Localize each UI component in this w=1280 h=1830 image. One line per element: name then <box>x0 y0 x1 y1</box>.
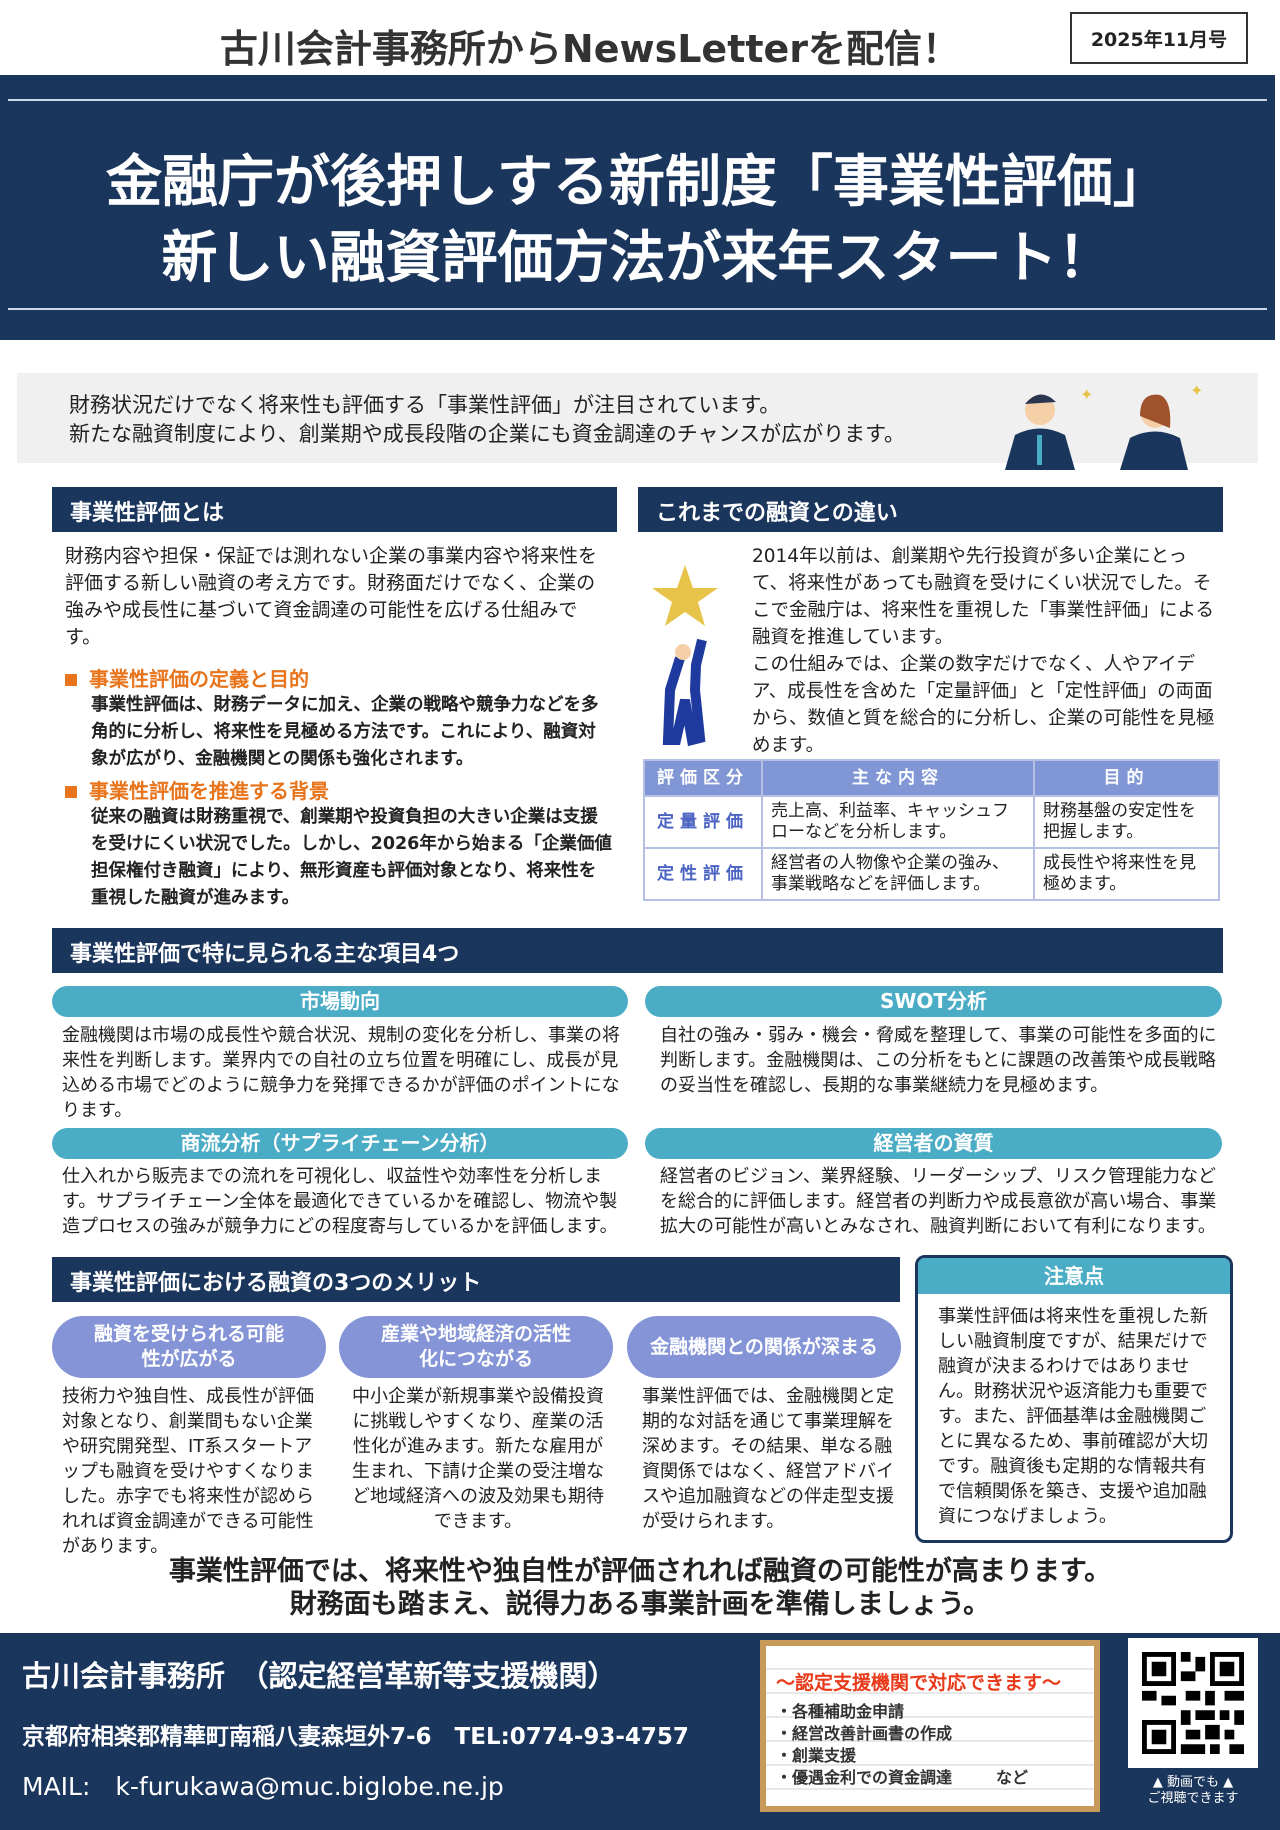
headline: 金融庁が後押しする新制度「事業性評価」新しい融資評価方法が来年スタート！ <box>0 145 1275 297</box>
intro-line-2: 新たな融資制度により、創業期や成長段階の企業にも資金調達のチャンスが広がります。 <box>69 422 906 446</box>
headline-line-1: 金融庁が後押しする新制度「事業性評価」 <box>106 150 1169 215</box>
qr-caption-line: ▲ 動画でも ▲ <box>1152 1775 1234 1790</box>
evaluation-table: 評価区分主な内容目的 定量評価売上高、利益率、キャッシュフローなどを分析します。… <box>643 759 1220 901</box>
point-title: 事業性評価の定義と目的 <box>65 663 613 692</box>
office-address: 京都府相楽郡精華町南稲八妻森垣外7-6 TEL:0774-93-4757 <box>22 1724 689 1750</box>
column-header: 評価区分 <box>643 759 763 797</box>
qr-code-icon <box>1142 1652 1244 1754</box>
note-paper: ～認定支援機関で対応できます～ ・各種補助金申請 ・経営改善計画書の作成 ・創業… <box>766 1646 1094 1806</box>
table-cell: 定量評価 <box>643 795 763 849</box>
diff-text: 2014年以前は、創業期や先行投資が多い企業にとって、将来性があっても融資を受け… <box>752 543 1217 759</box>
qr-caption: ▲ 動画でも ▲ご視聴できます <box>1120 1775 1266 1807</box>
note-title: ～認定支援機関で対応できます～ <box>776 1672 1062 1694</box>
notice-text: 事業性評価は将来性を重視した新しい融資制度ですが、結果だけで融資が決まるわけでは… <box>938 1306 1208 1527</box>
table-cell: 売上高、利益率、キャッシュフローなどを分析します。 <box>761 795 1035 849</box>
intro-line-1: 財務状況だけでなく将来性も評価する「事業性評価」が注目されています。 <box>69 393 781 417</box>
service-item: ・創業支援 <box>776 1746 857 1765</box>
merit-text: 事業性評価では、金融機関と定期的な対話を通じて事業理解を深めます。その結果、単な… <box>642 1386 894 1532</box>
closing-message: 事業性評価では、将来性や独自性が評価されれば融資の可能性が高まります。 財務面も… <box>0 1555 1280 1621</box>
item-pill: SWOT分析 <box>645 986 1222 1017</box>
table-cell: 成長性や将来性を見極めます。 <box>1033 847 1220 901</box>
item-text: 金融機関は市場の成長性や競合状況、規制の変化を分析し、事業の将来性を判断します。… <box>62 1025 620 1121</box>
closing-line-2: 財務面も踏まえ、説得力ある事業計画を準備しましょう。 <box>289 1589 991 1620</box>
diff-paragraph-2: この仕組みでは、企業の数字だけでなく、人やアイデア、成長性を含めた「定量評価」と… <box>752 654 1215 756</box>
office-email[interactable]: MAIL: k-furukawa@muc.biglobe.ne.jp <box>22 1772 504 1801</box>
point-text: 従来の融資は財務重視で、創業期や投資負担の大きい企業は支援を受けにくい状況でした… <box>91 807 612 908</box>
service-item-text: ・優遇金利での資金調達 <box>776 1768 953 1787</box>
headline-line-2: 新しい融資評価方法が来年スタート！ <box>161 226 1114 291</box>
service-item: ・各種補助金申請 <box>776 1702 905 1721</box>
section-heading-diff: これまでの融資との違い <box>638 487 1223 532</box>
closing-line-1: 事業性評価では、将来性や独自性が評価されれば融資の可能性が高まります。 <box>168 1556 1112 1587</box>
merit-text: 技術力や独自性、成長性が評価対象となり、創業間もない企業や研究開発型、IT系スタ… <box>62 1386 314 1557</box>
table-row: 定量評価売上高、利益率、キャッシュフローなどを分析します。財務基盤の安定性を把握… <box>643 795 1220 849</box>
merit-text: 中小企業が新規事業や設備投資に挑戦しやすくなり、産業の活性化が進みます。新たな雇… <box>351 1386 605 1532</box>
merit-pill: 融資を受けられる可能性が広がる <box>52 1316 326 1378</box>
item-pill: 市場動向 <box>52 986 628 1017</box>
service-item: ・優遇金利での資金調達 など <box>776 1767 1084 1789</box>
services-note: ～認定支援機関で対応できます～ ・各種補助金申請 ・経営改善計画書の作成 ・創業… <box>760 1640 1100 1812</box>
table-row: 定性評価経営者の人物像や企業の強み、事業戦略などを評価します。成長性や将来性を見… <box>643 847 1220 901</box>
item-pill: 商流分析（サプライチェーン分析） <box>52 1128 628 1159</box>
newsletter-title: 古川会計事務所からNewsLetterを配信！ <box>219 27 961 71</box>
item-text: 仕入れから販売までの流れを可視化し、収益性や効率性を分析します。サプライチェーン… <box>62 1166 618 1237</box>
column-header: 主な内容 <box>761 759 1035 797</box>
divider <box>8 308 1267 310</box>
square-bullet-icon <box>65 674 77 686</box>
merit-pill: 金融機関との関係が深まる <box>627 1316 901 1378</box>
section-heading-about: 事業性評価とは <box>52 487 617 532</box>
table-cell: 財務基盤の安定性を把握します。 <box>1033 795 1220 849</box>
square-bullet-icon <box>65 786 77 798</box>
qr-caption-line: ご視聴できます <box>1147 1791 1239 1806</box>
point-title-text: 事業性評価の定義と目的 <box>89 667 309 691</box>
service-item: ・経営改善計画書の作成 <box>776 1724 953 1743</box>
table-cell: 定性評価 <box>643 847 763 901</box>
svg-text:✦: ✦ <box>1190 381 1203 400</box>
notice-heading: 注意点 <box>918 1258 1230 1294</box>
diff-paragraph-1: 2014年以前は、創業期や先行投資が多い企業にとって、将来性があっても融資を受け… <box>752 546 1214 648</box>
section-heading-items: 事業性評価で特に見られる主な項目4つ <box>52 928 1223 973</box>
table-header-row: 評価区分主な内容目的 <box>643 759 1220 797</box>
item-pill: 経営者の資質 <box>645 1128 1222 1159</box>
about-points: 事業性評価の定義と目的 事業性評価は、財務データに加え、企業の戦略や競争力などを… <box>65 663 613 912</box>
point-text: 事業性評価は、財務データに加え、企業の戦略や競争力などを多角的に分析し、将来性を… <box>91 695 599 769</box>
table-cell: 経営者の人物像や企業の強み、事業戦略などを評価します。 <box>761 847 1035 901</box>
section-heading-merits: 事業性評価における融資の3つのメリット <box>52 1257 900 1302</box>
svg-text:✦: ✦ <box>1080 385 1093 404</box>
item-text: 経営者のビジョン、業界経験、リーダーシップ、リスク管理能力などを総合的に評価しま… <box>660 1166 1217 1237</box>
business-people-illustration: ✦✦ <box>1005 381 1203 470</box>
item-text: 自社の強み・弱み・機会・脅威を整理して、事業の可能性を多面的に判断します。金融機… <box>660 1025 1217 1096</box>
service-suffix: など <box>996 1768 1029 1787</box>
star-and-businessman-illustration <box>652 565 718 747</box>
point-title-text: 事業性評価を推進する背景 <box>89 779 329 803</box>
office-name: 古川会計事務所 （認定経営革新等支援機関） <box>22 1659 617 1693</box>
issue-date: 2025年11月号 <box>1070 12 1248 64</box>
headline-banner: 金融庁が後押しする新制度「事業性評価」新しい融資評価方法が来年スタート！ <box>0 75 1275 340</box>
merit-pill: 産業や地域経済の活性化につながる <box>339 1316 613 1378</box>
about-text: 財務内容や担保・保証では測れない企業の事業内容や将来性を評価する新しい融資の考え… <box>65 545 598 648</box>
notice-box: 注意点 事業性評価は将来性を重視した新しい融資制度ですが、結果だけで融資が決まる… <box>915 1255 1233 1543</box>
divider <box>8 99 1267 101</box>
column-header: 目的 <box>1033 759 1220 797</box>
point-title: 事業性評価を推進する背景 <box>65 775 613 804</box>
qr-code[interactable] <box>1128 1638 1258 1768</box>
services-list: ・各種補助金申請 ・経営改善計画書の作成 ・創業支援 ・優遇金利での資金調達 など <box>776 1701 1084 1789</box>
